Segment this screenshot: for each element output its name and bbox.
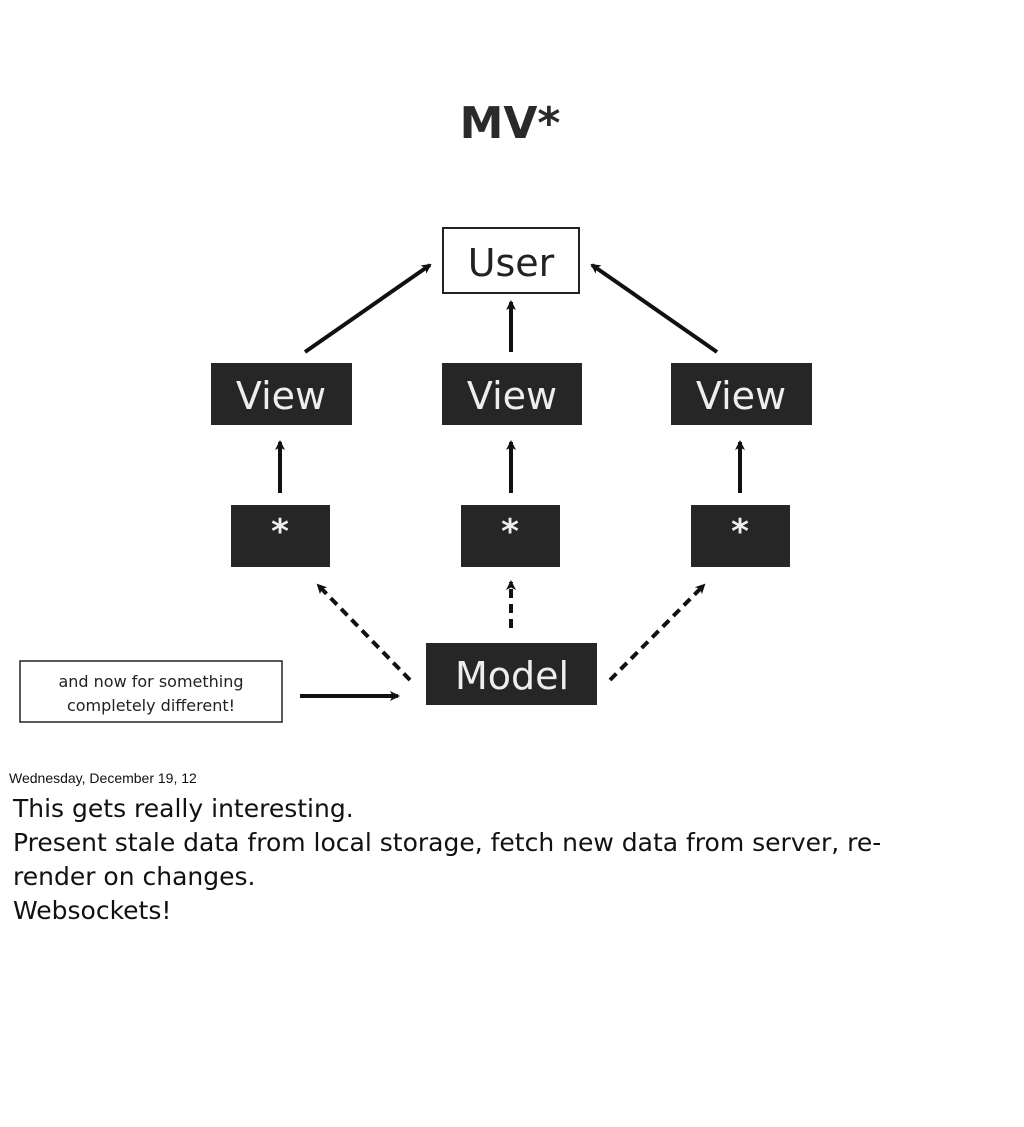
mvstar-diagram: MV* User View View View * * * [19,98,812,723]
user-node: User [442,227,580,294]
star-node-3: * [691,505,790,567]
view-node-3: View [671,363,812,425]
view-node-2: View [442,363,582,425]
arrow-view1-to-user [303,263,432,354]
model-label: Model [455,654,569,698]
view-node-1: View [211,363,352,425]
star-label-2: * [501,512,519,552]
star-node-2: * [461,505,560,567]
note-callout: and now for something completely differe… [19,660,283,723]
notes-line-4: Websockets! [13,896,172,925]
view-label-2: View [467,374,557,418]
model-node: Model [426,643,597,705]
note-line-1: and now for something [58,672,243,691]
view-label-3: View [696,374,786,418]
note-line-2: completely different! [67,696,235,715]
slide-title: MV* [460,98,561,149]
dashed-arrow-model-to-star3 [608,583,706,682]
star-label-1: * [271,512,289,552]
user-label: User [468,241,555,285]
slide-date: Wednesday, December 19, 12 [9,770,197,786]
star-label-3: * [731,512,749,552]
notes-line-1: This gets really interesting. [13,794,354,823]
dashed-arrow-model-to-star1 [316,583,412,682]
star-node-1: * [231,505,330,567]
view-label-1: View [236,374,326,418]
notes-line-3: render on changes. [13,862,256,891]
arrow-view3-to-user [590,263,719,354]
speaker-notes: This gets really interesting. Present st… [13,792,1003,928]
notes-line-2: Present stale data from local storage, f… [13,828,882,857]
slide: MV* User View View View * * * [19,98,812,723]
